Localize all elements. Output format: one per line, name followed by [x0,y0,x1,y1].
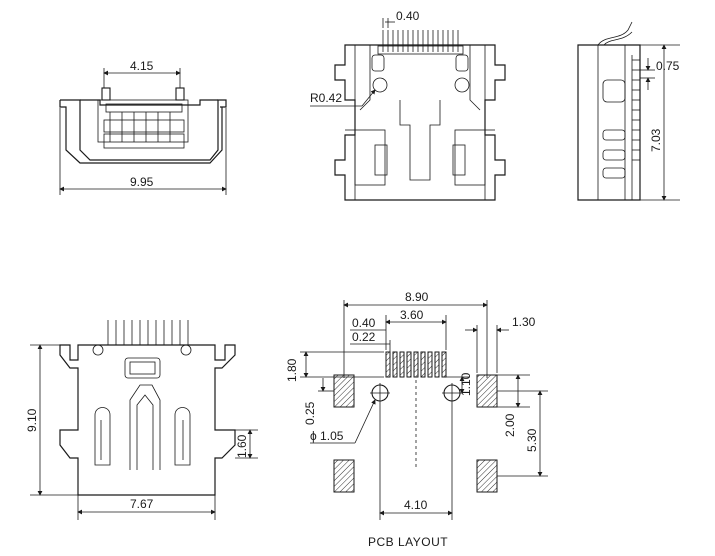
pcb-layout: 8.90 3.60 0.40 0.22 1.30 1.80 1.10 0.25 [285,290,548,549]
bottom-dim-tab: 1.60 [235,434,249,458]
pcb-dim-pad-length: 1.80 [285,358,299,382]
bottom-view: 9.10 1.60 7.67 [25,320,258,520]
top-view: 0.40 R0.42 [310,9,506,201]
bottom-dim-width: 7.67 [130,497,154,511]
pcb-dim-mount-h: 2.00 [503,413,517,437]
pcb-dim-pad-span: 3.60 [400,308,424,322]
pcb-dim-hole-span: 4.10 [404,498,428,512]
bottom-dim-height: 9.10 [25,408,39,432]
pcb-dim-pad-width: 0.40 [352,316,376,330]
pcb-dim-hole-y: 0.25 [303,401,317,425]
side-ticks [632,59,640,161]
pcb-dim-pad-gap: 0.22 [352,330,376,344]
pcb-signal-pads [385,351,447,378]
front-pins [103,103,185,149]
front-dim-width: 9.95 [130,175,154,189]
side-dim-thickness: 0.75 [656,59,680,73]
side-dim-height: 7.03 [649,128,663,152]
pcb-dim-hole-dia: ϕ 1.05 [310,429,344,443]
front-dim-pitch: 4.15 [130,59,154,73]
side-view: 7.03 0.75 [577,21,680,201]
pcb-dim-mount-pad: 1.30 [512,315,536,329]
pcb-dim-mount-span: 5.30 [525,428,539,452]
top-pins [382,30,459,52]
pcb-dim-overall: 8.90 [405,290,429,304]
top-dim-radius: R0.42 [310,91,342,105]
bottom-pins [107,320,189,345]
pcb-dim-hole-offset: 1.10 [459,372,473,396]
front-view: 4.15 9.95 [59,59,227,195]
top-dim-pin-pitch: 0.40 [396,9,420,23]
pcb-layout-title: PCB LAYOUT [368,535,448,549]
pcb-mount-pads [333,374,498,493]
